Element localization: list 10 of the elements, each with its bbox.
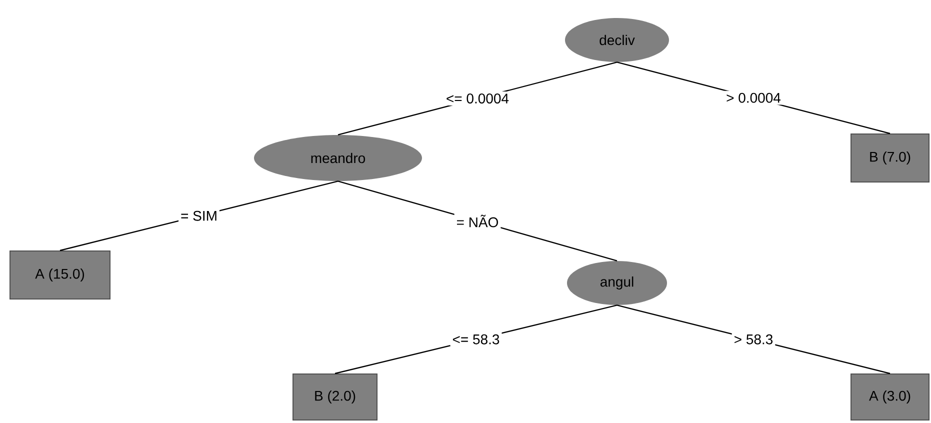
leaf-box: B (7.0): [850, 134, 930, 182]
leaf-box: B (2.0): [292, 374, 378, 420]
leaf-box: A (3.0): [850, 374, 930, 420]
edge-label: > 58.3: [732, 332, 776, 346]
edge-label: <= 0.0004: [444, 92, 512, 106]
edge-label: = NÃO: [454, 212, 501, 230]
edge-label: > 0.0004: [724, 90, 783, 105]
edge-label: <= 58.3: [450, 332, 502, 346]
leaf-box: A (15.0): [10, 250, 110, 300]
edge-label: = SIM: [178, 208, 220, 223]
